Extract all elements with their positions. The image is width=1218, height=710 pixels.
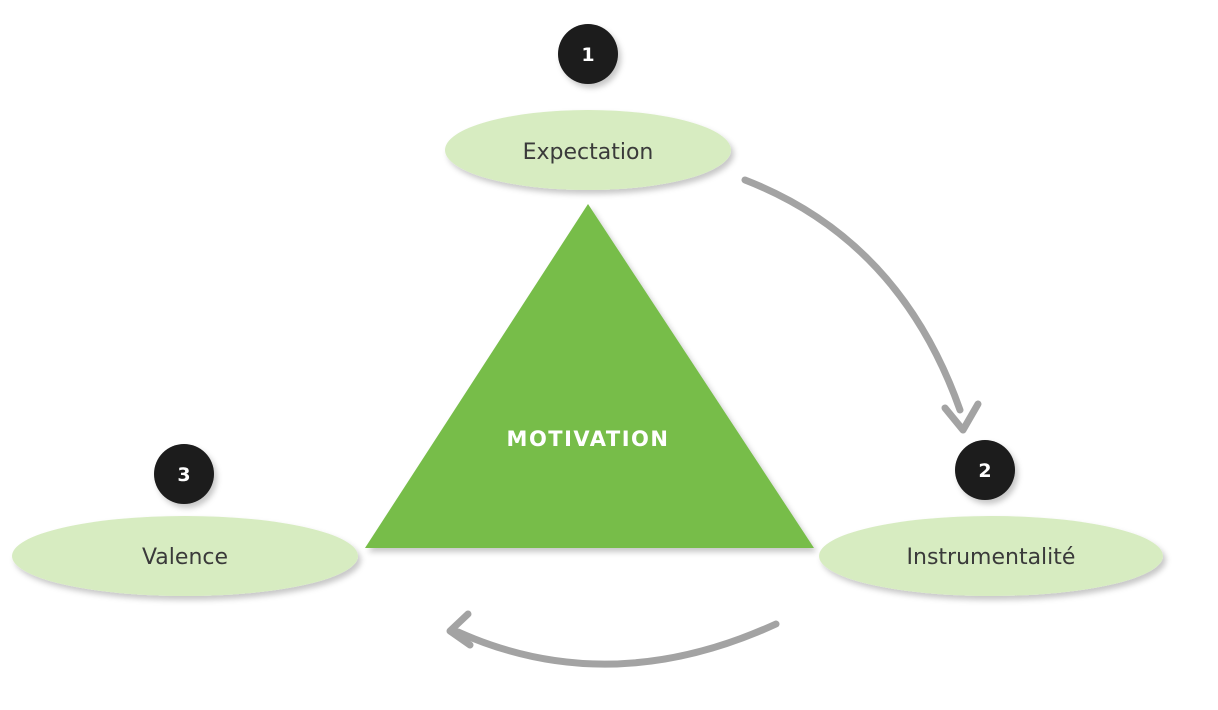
badge-3-circle [154, 444, 214, 504]
expectation-label: Expectation [523, 140, 654, 165]
valence-label: Valence [142, 545, 228, 570]
node-instrumentalite: Instrumentalité 2 [819, 440, 1163, 596]
instrumentalite-ellipse [819, 516, 1163, 596]
node-expectation: Expectation 1 [445, 24, 731, 190]
arrow-expectation-to-instrumentalite [741, 176, 982, 434]
expectation-ellipse [445, 110, 731, 190]
badge-1-number: 1 [581, 44, 594, 66]
motivation-triangle: MOTIVATION [365, 204, 814, 548]
motivation-label: MOTIVATION [507, 427, 670, 451]
badge-3-number: 3 [177, 464, 190, 486]
instrumentalite-label: Instrumentalité [907, 545, 1076, 570]
arrow-instrumentalite-to-valence [446, 610, 780, 668]
valence-ellipse [12, 516, 358, 596]
badge-2-number: 2 [978, 460, 991, 482]
badge-2-circle [955, 440, 1015, 500]
badge-1-circle [558, 24, 618, 84]
node-valence: Valence 3 [12, 444, 358, 596]
